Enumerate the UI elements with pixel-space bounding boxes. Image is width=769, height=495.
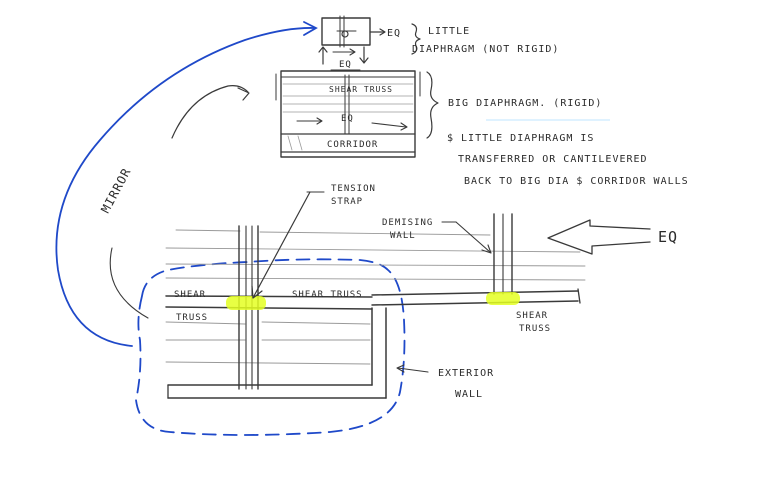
mid-shear-truss-label: SHEAR TRUSS	[292, 290, 363, 300]
right-shear-label-1: SHEAR	[516, 311, 548, 321]
left-highlight	[226, 296, 266, 310]
left-shear-label-1: SHEAR	[174, 290, 206, 300]
small-eq-label: EQ	[387, 28, 401, 39]
big-diaphragm-plan: SHEAR TRUSS EQ CORRIDOR BIG DIAPHRAGM. (…	[275, 70, 689, 187]
main-eq-label: EQ	[658, 228, 678, 246]
big-shear-truss-label: SHEAR TRUSS	[329, 85, 393, 94]
tension-strap-label-1: TENSION	[331, 184, 376, 194]
little-diaphragm-note-1: LITTLE	[428, 26, 470, 37]
mirror-annotation: MIRROR	[98, 85, 250, 319]
demising-wall-label-1: DEMISING	[382, 218, 433, 228]
big-diaphragm-note-1: BIG DIAPHRAGM. (RIGID)	[448, 98, 602, 109]
demising-wall-label-2: WALL	[390, 231, 416, 241]
big-eq-label: EQ	[341, 114, 354, 124]
big-diaphragm-note-4: BACK TO BIG DIA $ CORRIDOR WALLS	[464, 176, 689, 187]
exterior-wall-label-1: EXTERIOR	[438, 368, 494, 379]
tension-strap-label-2: STRAP	[331, 197, 363, 207]
main-floor-plan: TENSION STRAP DEMISING WALL EQ SHEAR TRU…	[165, 184, 678, 400]
blue-markup	[55, 21, 406, 436]
right-shear-label-2: TRUSS	[519, 324, 551, 334]
mirror-label: MIRROR	[98, 165, 134, 215]
little-diaphragm-note-2: DIAPHRAGM (NOT RIGID)	[412, 44, 559, 55]
big-diaphragm-note-2: $ LITTLE DIAPHRAGM IS	[447, 133, 594, 144]
corridor-label: CORRIDOR	[327, 140, 378, 150]
little-diaphragm-plan: EQ LITTLE DIAPHRAGM (NOT RIGID) EQ	[318, 15, 559, 71]
right-highlight	[486, 292, 520, 305]
small-eq-bottom-label: EQ	[339, 60, 352, 70]
left-shear-label-2: TRUSS	[176, 313, 208, 323]
exterior-wall-label-2: WALL	[455, 389, 483, 400]
big-diaphragm-note-3: TRANSFERRED OR CANTILEVERED	[458, 154, 648, 165]
